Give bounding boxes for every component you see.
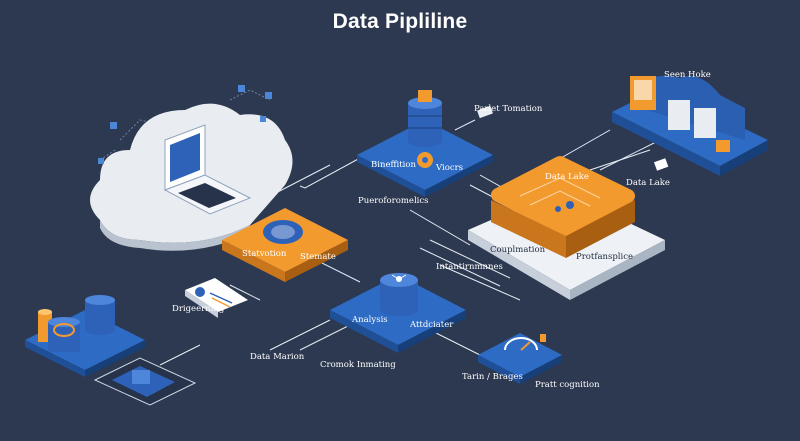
data-lake-tile xyxy=(491,156,635,258)
tablet-icon xyxy=(185,278,248,318)
gauge-icon xyxy=(504,334,546,351)
analysis-label: Analysis xyxy=(352,315,388,325)
parlet-tomation-label: Parlet Tomation xyxy=(474,104,543,114)
page-title: Data Pipliline xyxy=(332,10,468,33)
analysis-tile xyxy=(330,275,466,353)
data-lake-tile-label: Data Lake xyxy=(545,172,589,182)
laptop-icon xyxy=(163,124,252,215)
couplmation-label: Couplmation xyxy=(490,245,546,255)
intantirnmnnes-label: Intantirnmnnes xyxy=(436,262,503,272)
gauge-tile xyxy=(478,333,562,384)
small-screen-icon xyxy=(653,158,669,171)
station-label: Statvotion xyxy=(242,249,287,259)
data-marion-label: Data Marion xyxy=(250,352,305,362)
network-node-icons xyxy=(98,85,272,164)
seen-hoke-label: Seen Hoke xyxy=(664,70,711,80)
tarin-brages-label: Tarin / Brages xyxy=(462,372,523,382)
viocrs-label: Viocrs xyxy=(436,163,464,173)
database-icon xyxy=(48,295,115,352)
database-icon xyxy=(380,273,418,316)
attdciater-label: Attdciater xyxy=(410,320,454,330)
cromok-inmating-label: Cromok Inmating xyxy=(320,360,396,370)
gear-icon xyxy=(417,152,433,168)
server-icon xyxy=(612,75,768,176)
pratt-cognition-label: Pratt cognition xyxy=(535,380,600,390)
data-lake-side-label: Data Lake xyxy=(626,178,670,188)
pueroforomelics-label: Pueroforomelics xyxy=(358,196,429,206)
station-tile xyxy=(222,208,348,282)
chip-icon xyxy=(93,357,197,406)
cloud-network-dots xyxy=(99,89,271,161)
stemate-label: Stemate xyxy=(300,252,336,262)
protransplice-label: Protfansplice xyxy=(576,252,634,262)
database-icon xyxy=(408,90,442,147)
connector-plug-icon xyxy=(477,105,493,119)
bineffition-label: Bineffition xyxy=(371,160,416,170)
drigeerning-label: Drigeerning xyxy=(172,304,225,314)
